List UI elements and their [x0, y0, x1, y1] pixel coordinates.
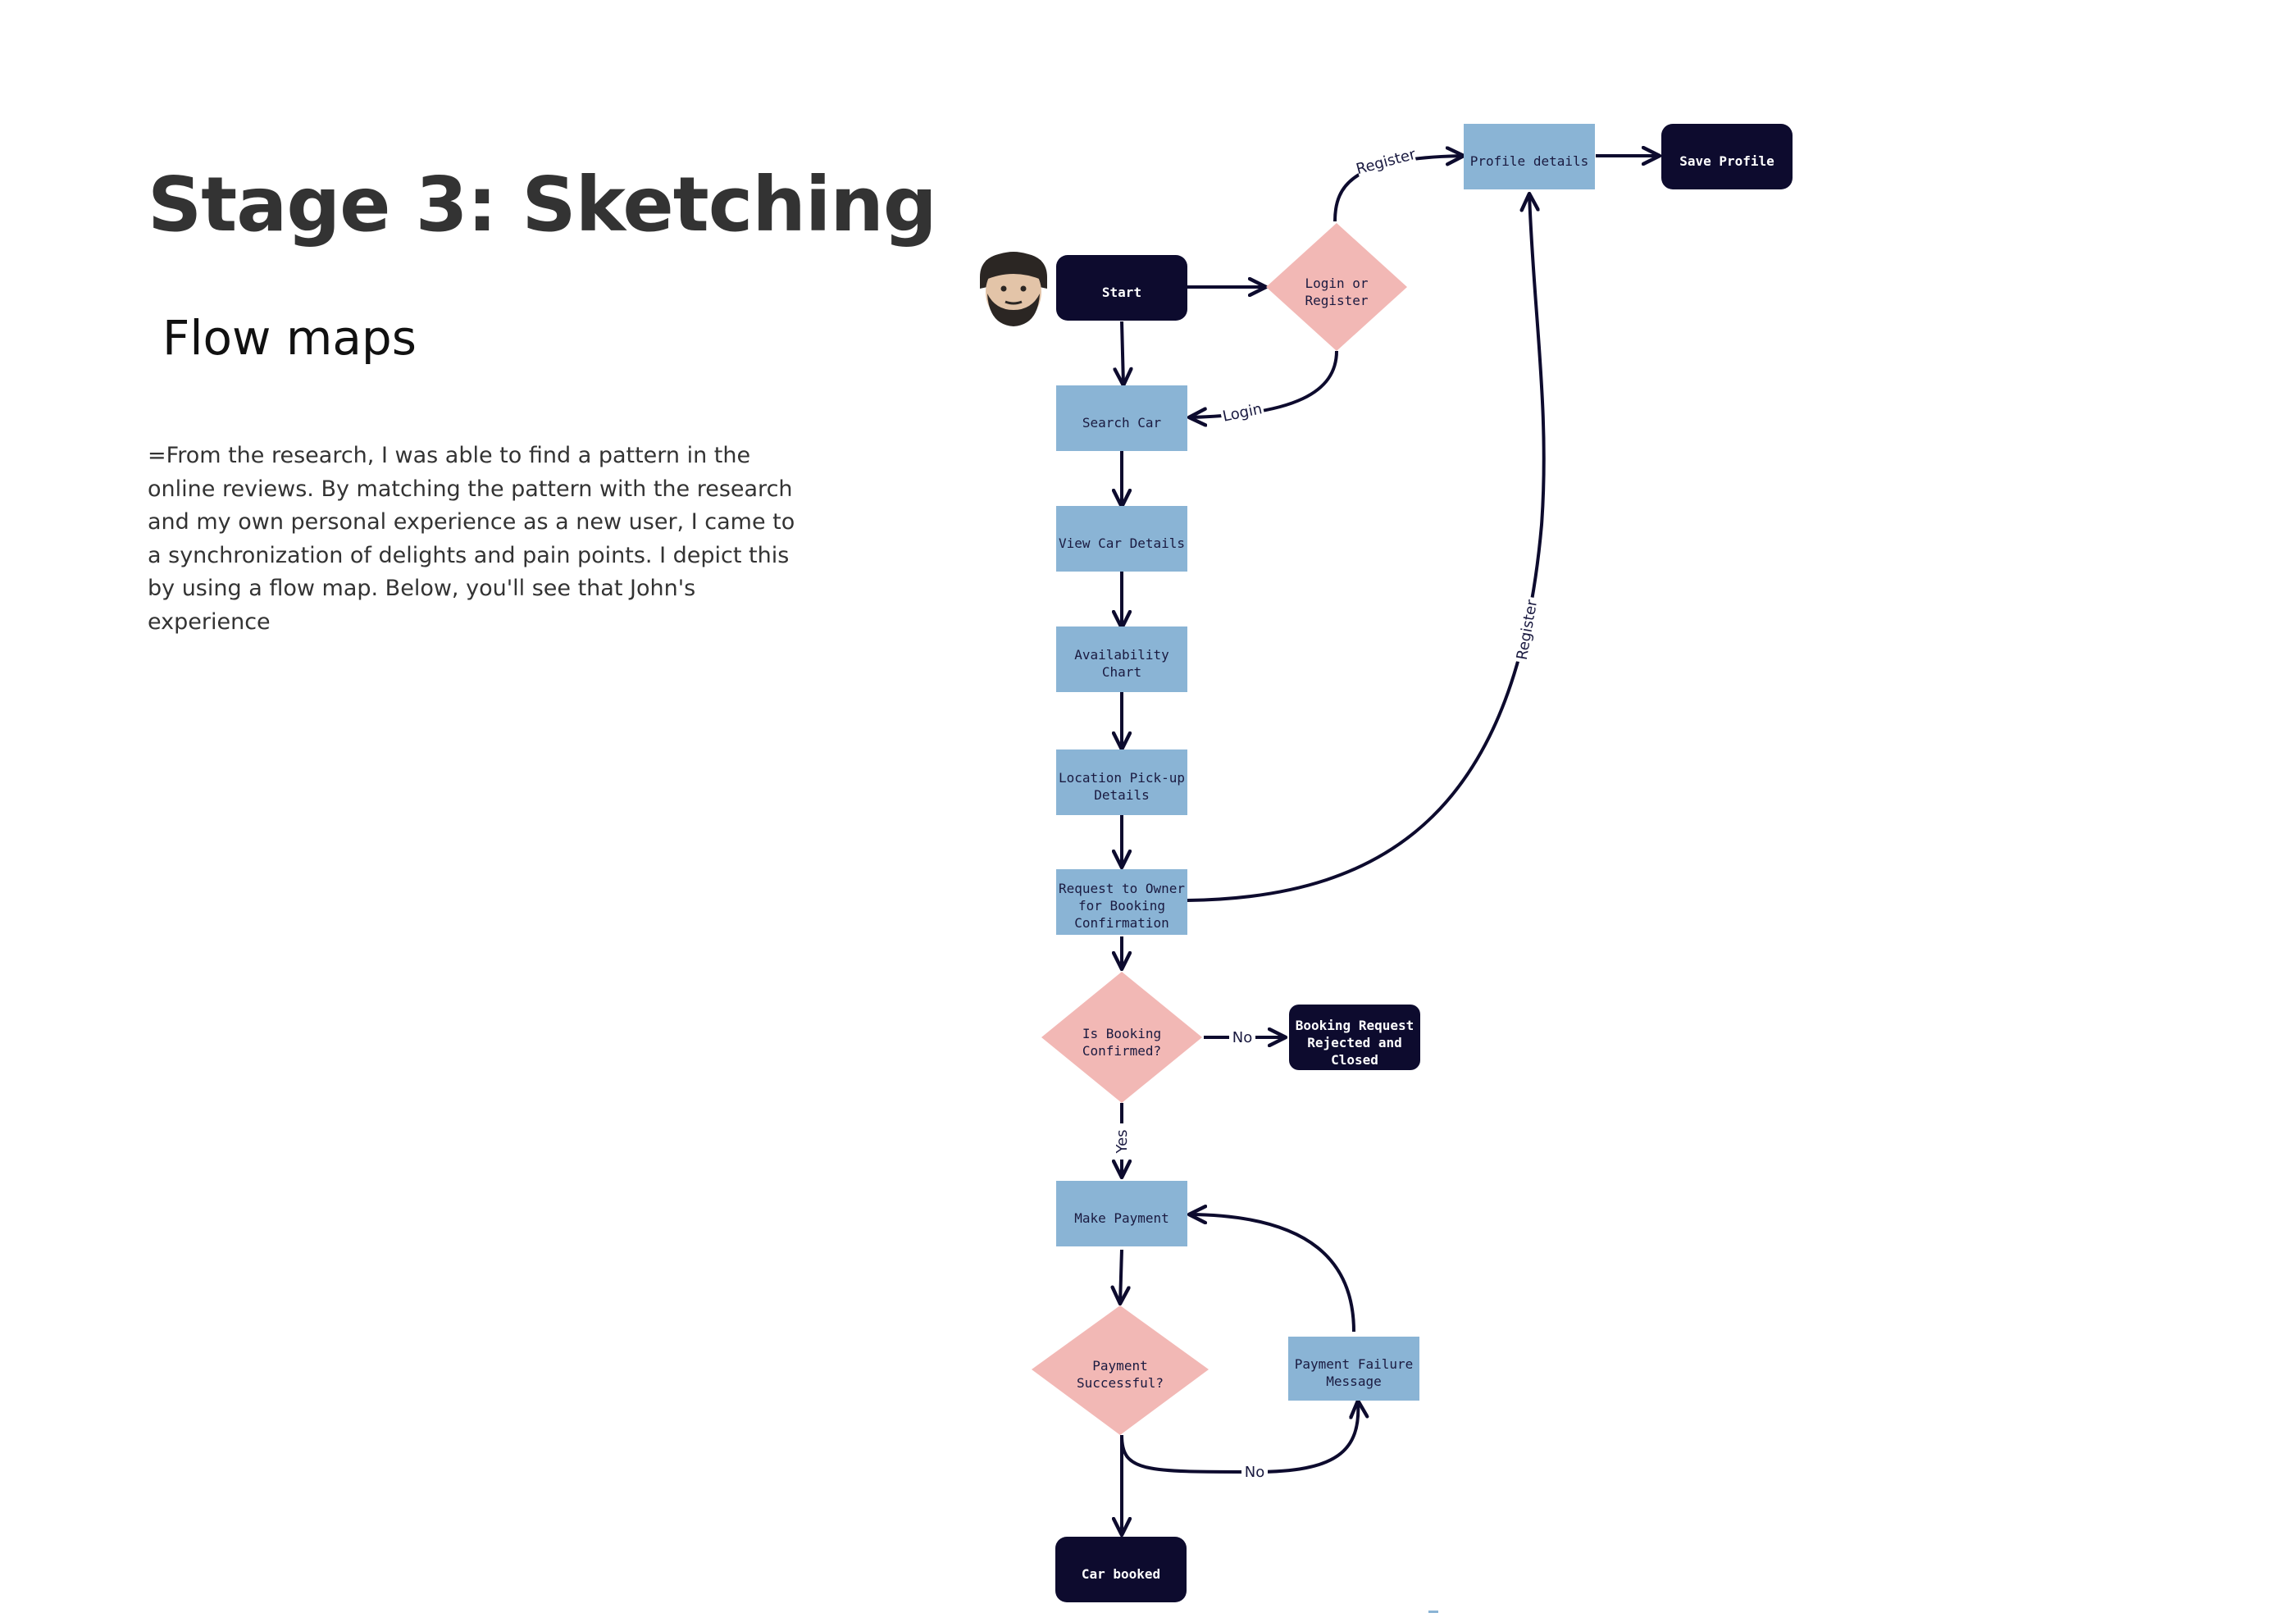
svg-text:Save Profile: Save Profile — [1679, 153, 1774, 169]
description-paragraph: =From the research, I was able to find a… — [148, 443, 795, 635]
node-label-line: for Booking — [1078, 898, 1165, 914]
node-view-car-details: View Car Details — [1056, 506, 1187, 572]
node-label-line: Confirmation — [1074, 915, 1169, 931]
node-label-line: Register — [1305, 293, 1368, 308]
edge-labels: Register Login Register No Yes No — [1110, 143, 1542, 1482]
node-label-line: Rejected and — [1307, 1035, 1402, 1050]
node-label-line: Save Profile — [1679, 153, 1774, 169]
node-label-line: Payment — [1092, 1358, 1147, 1374]
node-label-line: Car booked — [1082, 1566, 1160, 1582]
node-label-line: Confirmed? — [1082, 1043, 1161, 1059]
node-label-line: Availability — [1074, 647, 1169, 663]
node-search-car: Search Car — [1056, 385, 1187, 451]
node-label-line: Start — [1102, 285, 1141, 300]
node-profile-details: Profile details — [1464, 124, 1595, 189]
edge-request-register — [1187, 194, 1546, 902]
svg-text:Start: Start — [1102, 285, 1141, 300]
node-label-line: Booking Request — [1296, 1018, 1414, 1033]
node-label-line: Closed — [1331, 1052, 1378, 1068]
node-login-or-register: Login or Register — [1266, 223, 1407, 351]
svg-text:Car booked: Car booked — [1082, 1566, 1160, 1582]
node-label-line: Location Pick-up — [1059, 770, 1185, 786]
edge-start-to-search — [1122, 321, 1123, 385]
edge-successful-no — [1120, 1401, 1358, 1474]
node-label-line: Is Booking — [1082, 1026, 1161, 1041]
page-title: Stage 3: Sketching — [148, 161, 937, 248]
svg-text:Profile details: Profile details — [1470, 153, 1589, 169]
edge-label-no-payment: No — [1245, 1464, 1264, 1481]
edge-login-register — [1333, 156, 1464, 222]
node-label-line: Request to Owner — [1059, 881, 1185, 896]
flow-edges — [1120, 156, 1660, 1535]
node-label-line: Details — [1094, 787, 1149, 803]
stray-mark — [1428, 1611, 1438, 1613]
node-label-line: Successful? — [1077, 1375, 1164, 1391]
node-start: Start — [1056, 255, 1187, 321]
node-car-booked: Car booked — [1055, 1537, 1187, 1602]
node-label-line: Payment Failure — [1295, 1356, 1414, 1372]
node-label-line: Chart — [1102, 664, 1141, 680]
node-label-line: Make Payment — [1074, 1210, 1169, 1226]
node-label-line: Search Car — [1082, 415, 1162, 431]
node-save-profile: Save Profile — [1661, 124, 1793, 189]
svg-text:Search Car: Search Car — [1082, 415, 1162, 431]
edge-label-no-booking: No — [1232, 1029, 1252, 1046]
edge-label-yes: Yes — [1114, 1129, 1131, 1154]
node-label-line: View Car Details — [1059, 535, 1185, 551]
node-label-line: Message — [1326, 1374, 1381, 1389]
node-label-line: Profile details — [1470, 153, 1589, 169]
section-subtitle: Flow maps — [162, 310, 417, 366]
edge-payment-to-successful — [1120, 1249, 1122, 1304]
svg-text:Make Payment: Make Payment — [1074, 1210, 1169, 1226]
node-make-payment: Make Payment — [1056, 1181, 1187, 1246]
svg-text:View Car Details: View Car Details — [1059, 535, 1185, 551]
bearded-man-avatar-icon — [980, 252, 1047, 326]
edge-failure-to-payment — [1189, 1214, 1355, 1333]
node-label-line: Login or — [1305, 276, 1368, 291]
